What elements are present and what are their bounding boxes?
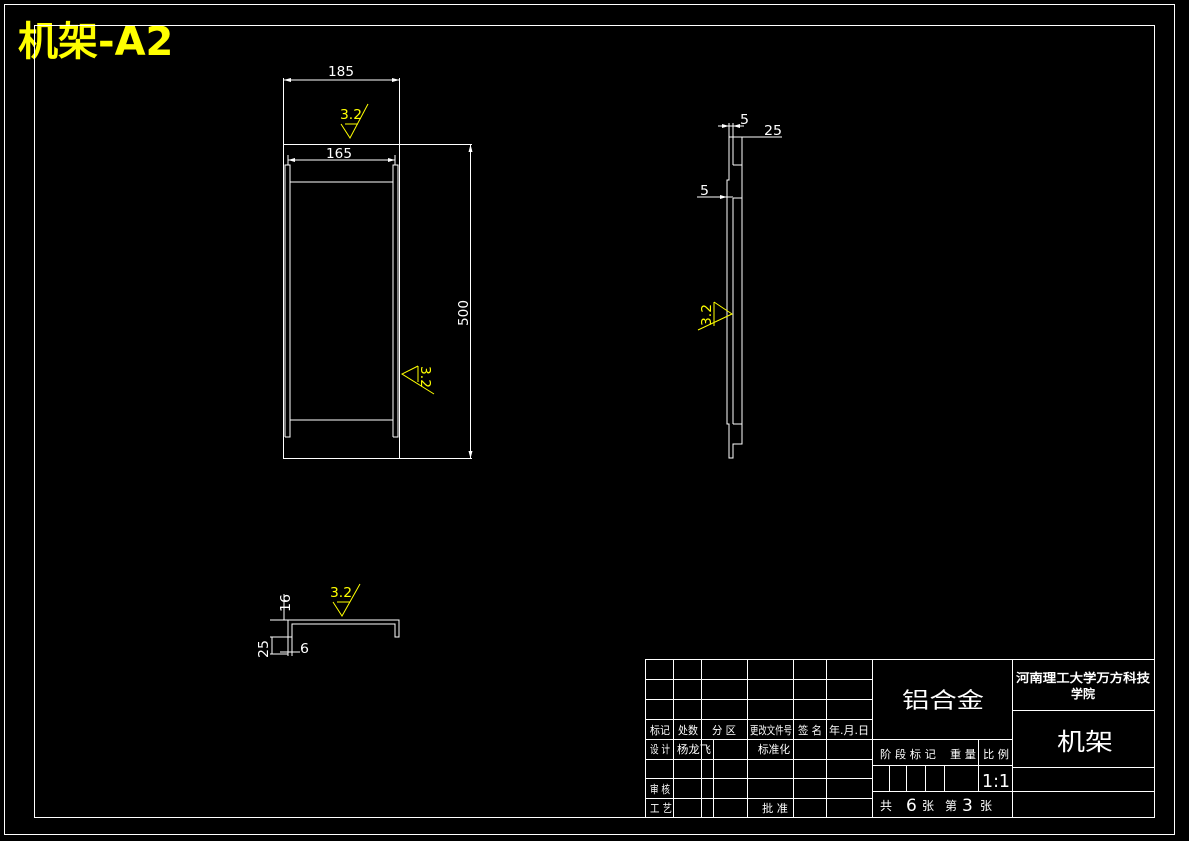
label-weight: 重 量 bbox=[950, 747, 976, 761]
dim-side5-arrow-left bbox=[722, 124, 729, 128]
dim-side-mid-text: 5 bbox=[700, 184, 709, 199]
roughness-side-mark bbox=[400, 365, 435, 395]
label-stage: 阶 段 标 记 bbox=[880, 747, 936, 761]
outer-frame bbox=[4, 4, 1175, 835]
dim-500-arrow-bottom bbox=[468, 451, 473, 459]
roughness-top-value: 3.2 bbox=[340, 108, 362, 123]
sheets-current-suffix: 张 bbox=[980, 799, 992, 813]
dim-185-arrow-right bbox=[392, 78, 400, 82]
roughness-sideview-mark bbox=[697, 301, 734, 331]
roughness-side-value: 3.2 bbox=[417, 366, 432, 388]
inner-frame bbox=[34, 25, 1155, 818]
label-review: 审 核 bbox=[650, 782, 670, 796]
roughness-section-value: 3.2 bbox=[330, 586, 352, 601]
header-mark: 标记 bbox=[650, 723, 670, 737]
dim-side-top-small-text: 5 bbox=[740, 113, 749, 128]
front-view: 185 165 500 3.2 3.2 bbox=[283, 65, 473, 459]
roughness-symbol-side: 3.2 bbox=[400, 365, 435, 395]
label-approve: 批 准 bbox=[762, 801, 788, 815]
sheets-total: 6 bbox=[906, 796, 917, 816]
dim-side-mid-arrow bbox=[720, 195, 727, 199]
roughness-top-mark bbox=[340, 103, 369, 139]
roughness-section-mark bbox=[332, 583, 361, 617]
section-outline bbox=[287, 619, 400, 638]
institution-line-2: 学院 bbox=[1071, 686, 1095, 701]
roughness-symbol-section: 3.2 bbox=[330, 583, 361, 617]
sheets-current: 3 bbox=[962, 796, 973, 816]
dim-500-text: 500 bbox=[457, 300, 472, 326]
title-block-border bbox=[645, 659, 1155, 818]
label-process: 工 艺 bbox=[650, 802, 672, 815]
header-signature: 签 名 bbox=[798, 723, 822, 737]
designer-name: 杨龙飞 bbox=[677, 742, 711, 756]
front-right-rail bbox=[392, 164, 399, 438]
dim-165-arrow-left bbox=[288, 158, 295, 162]
header-date: 年.月.日 bbox=[829, 723, 869, 737]
dim-section-16-text: 16 bbox=[279, 594, 294, 612]
dim-185-arrow-left bbox=[283, 78, 291, 82]
dim-165-arrow-right bbox=[388, 158, 395, 162]
roughness-sideview-value: 3.2 bbox=[700, 304, 715, 326]
label-standardization: 标准化 bbox=[758, 742, 790, 756]
header-zone: 分 区 bbox=[712, 724, 736, 737]
dim-500-arrow-top bbox=[468, 144, 473, 152]
dim-side-top-large-text: 25 bbox=[764, 124, 782, 139]
title-block: 标记 处数 分 区 更改文件号 签 名 年.月.日 设 计 杨龙飞 标准化 审 … bbox=[645, 659, 1155, 818]
front-left-rail bbox=[284, 164, 291, 438]
dim-section-25-text: 25 bbox=[257, 640, 272, 658]
sheets-current-prefix: 第 bbox=[945, 799, 957, 813]
institution-line-1: 河南理工大学万方科技 bbox=[1015, 670, 1151, 685]
section-view: 16 25 6 3.2 bbox=[257, 583, 400, 658]
roughness-symbol-side-view: 3.2 bbox=[697, 301, 734, 331]
side-view-outline bbox=[726, 136, 743, 459]
dim-side5-arrow-right bbox=[733, 124, 740, 128]
label-scale: 比 例 bbox=[983, 747, 1009, 761]
header-count: 处数 bbox=[678, 724, 698, 737]
dim-section-6-text: 6 bbox=[300, 642, 309, 657]
material-value: 铝合金 bbox=[902, 689, 984, 714]
label-design: 设 计 bbox=[650, 743, 670, 756]
drawing-title: 机架-A2 bbox=[18, 19, 174, 65]
front-view-outline bbox=[283, 144, 400, 459]
header-change-doc: 更改文件号 bbox=[750, 723, 792, 737]
sheets-total-suffix: 张 bbox=[922, 799, 934, 813]
side-view: 5 25 5 3.2 bbox=[697, 113, 782, 459]
part-name: 机架 bbox=[1057, 728, 1113, 756]
dim-185-text: 185 bbox=[328, 65, 354, 80]
dim-165-text: 165 bbox=[326, 147, 352, 162]
roughness-symbol-top: 3.2 bbox=[340, 103, 369, 139]
sheets-total-prefix: 共 bbox=[880, 799, 892, 813]
scale-value: 1:1 bbox=[982, 771, 1010, 792]
